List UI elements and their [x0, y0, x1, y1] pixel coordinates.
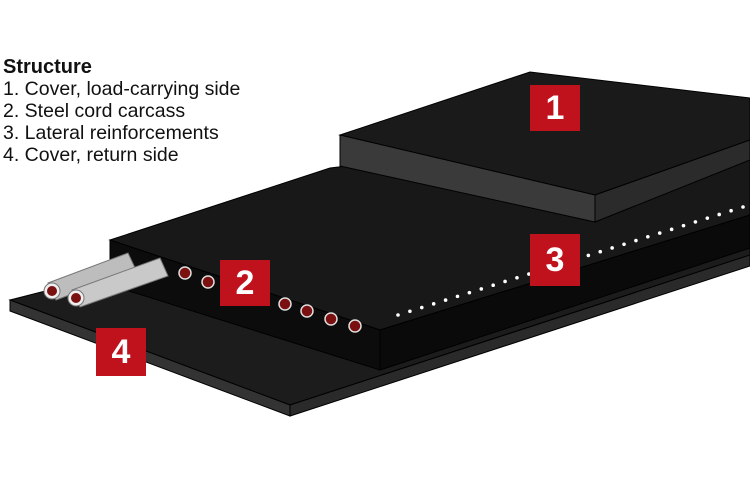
reinforcement-dot: [646, 234, 650, 239]
reinforcement-dot: [586, 253, 591, 258]
legend-item-4: 4. Cover, return side: [3, 144, 179, 166]
structure-legend: Structure 1. Cover, load-carrying side 2…: [3, 56, 240, 166]
reinforcement-dot: [622, 242, 626, 247]
label-4-cover-return-side: 4: [96, 328, 146, 376]
reinforcement-dot: [479, 287, 484, 291]
label-1-cover-load-side: 1: [530, 85, 580, 131]
reinforcement-dot: [693, 220, 698, 224]
label-2-steel-cord-carcass: 2: [220, 260, 270, 306]
reinforcement-dot: [467, 290, 472, 295]
cord-end: [178, 266, 192, 280]
reinforcement-dot: [408, 309, 412, 314]
reinforcement-dot: [669, 227, 674, 232]
reinforcement-dot: [681, 223, 686, 228]
reinforcement-dot: [705, 216, 710, 220]
reinforcement-dot: [598, 249, 603, 254]
reinforcement-dot: [741, 205, 745, 209]
legend-title: Structure: [3, 56, 92, 78]
reinforcement-dot: [729, 208, 733, 213]
legend-item-2: 2. Steel cord carcass: [3, 100, 186, 122]
reinforcement-dot: [419, 305, 424, 310]
legend-item-3: 3. Lateral reinforcements: [3, 122, 219, 144]
cord-end: [300, 304, 314, 318]
cord-end: [278, 297, 292, 311]
cord-end: [348, 319, 362, 333]
reinforcement-dot: [717, 212, 722, 217]
cord-end: [201, 275, 215, 289]
reinforcement-dot: [443, 298, 448, 302]
reinforcement-dot: [431, 302, 436, 306]
reinforcement-dot: [491, 283, 495, 288]
reinforcement-dot: [396, 313, 400, 317]
reinforcement-dot: [503, 279, 507, 284]
label-3-lateral-reinforcements: 3: [530, 234, 580, 286]
legend-item-1: 1. Cover, load-carrying side: [3, 78, 241, 100]
reinforcement-dot: [610, 246, 614, 250]
cord-end: [324, 312, 338, 326]
reinforcement-dot: [515, 275, 519, 280]
top-cover-layer: [338, 71, 750, 223]
protruding-steel-cords: [43, 252, 169, 308]
reinforcement-dot: [527, 272, 531, 276]
reinforcement-dot: [657, 231, 662, 235]
reinforcement-dot: [634, 238, 638, 243]
reinforcement-dot: [455, 294, 460, 299]
steel-cord-ends: [178, 266, 362, 333]
